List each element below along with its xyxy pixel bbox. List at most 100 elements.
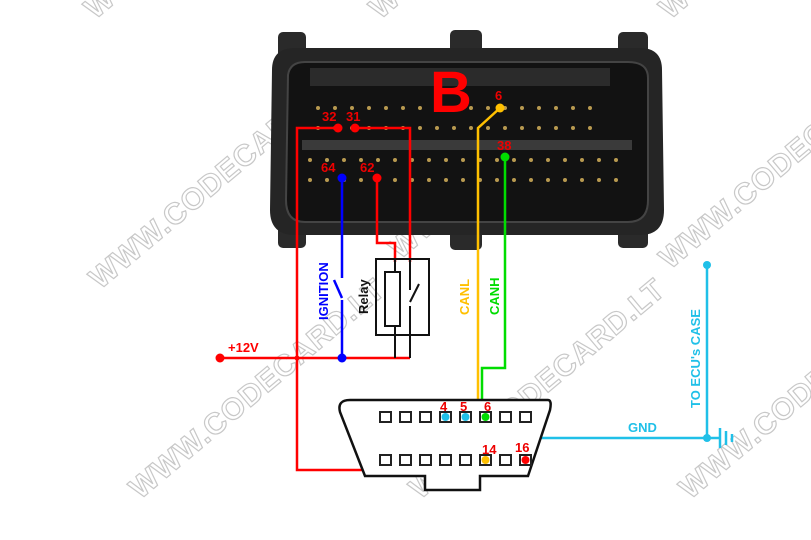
ecu-pin-label: 32 (322, 109, 336, 124)
obd-pin-label: 5 (460, 399, 467, 414)
ecu-pin (393, 178, 397, 182)
ecu-pin (367, 106, 371, 110)
ecu-pin-label: 64 (321, 160, 336, 175)
gnd-label: GND (628, 420, 657, 435)
ecu-pin (401, 106, 405, 110)
obd-pin (379, 454, 392, 466)
obd-pin-label: 16 (515, 440, 529, 455)
ecu-pin (452, 106, 456, 110)
ecu-pin-label: 38 (497, 138, 511, 153)
ecu-pin (308, 158, 312, 162)
ecu-pin (444, 178, 448, 182)
ecu-pin (529, 178, 533, 182)
obd-pin-label: 14 (482, 442, 497, 457)
ecu-pin (486, 126, 490, 130)
obd-pin (419, 411, 432, 423)
ecu-pin (597, 158, 601, 162)
obd-pin (499, 454, 512, 466)
ecu-pin (418, 106, 422, 110)
watermark: WWW.CODECARD.LT (363, 0, 631, 25)
obd-pin (399, 454, 412, 466)
ecu-pin (588, 126, 592, 130)
ecu-pin (580, 158, 584, 162)
ecu-pin (571, 106, 575, 110)
watermark: WWW.CODECARD.LT (653, 43, 811, 276)
ecu-pin (614, 178, 618, 182)
obd-connector (338, 398, 552, 492)
ecu-pin (469, 106, 473, 110)
ecu-pin (359, 178, 363, 182)
ecu-pin (469, 126, 473, 130)
ecu-pin (588, 106, 592, 110)
ecu-pin (427, 158, 431, 162)
ecu-pin (325, 158, 329, 162)
ecu-pin (537, 126, 541, 130)
ecu-pin (529, 158, 533, 162)
obd-pin (379, 411, 392, 423)
ecu-pin (580, 178, 584, 182)
relay-label: Relay (356, 279, 371, 314)
ecu-pin (418, 126, 422, 130)
ecu-pin-label: 6 (495, 88, 502, 103)
ecu-pin (512, 178, 516, 182)
ecu-pin (495, 158, 499, 162)
ecu-pin (614, 158, 618, 162)
canl-label: CANL (457, 279, 472, 315)
ecu-pin (571, 126, 575, 130)
canh-wire (480, 157, 507, 417)
ecu-pin (333, 106, 337, 110)
obd-pin (439, 454, 452, 466)
obd-pin-label: 6 (484, 399, 491, 414)
ecu-pin-label: 31 (346, 109, 360, 124)
ecu-pin (376, 158, 380, 162)
obd-pin-connection (441, 413, 450, 421)
obd-pin (519, 411, 532, 423)
watermark: WWW.CODECARD.LT (653, 0, 811, 25)
obd-pin (459, 454, 472, 466)
ecu-pin (325, 178, 329, 182)
ecu-pin (512, 158, 516, 162)
ecu-pin (546, 158, 550, 162)
ecu-pin (427, 178, 431, 182)
ecu-connector: B (270, 30, 664, 250)
ecu-pin (554, 106, 558, 110)
ecu-pin (316, 106, 320, 110)
ecu-case-label: TO ECU's CASE (688, 309, 703, 408)
ecu-pin (520, 106, 524, 110)
obd-pin (499, 411, 512, 423)
ecu-pin (486, 106, 490, 110)
ecu-pin (308, 178, 312, 182)
ecu-pin (563, 178, 567, 182)
obd-pin-connection (481, 456, 490, 464)
power-label: +12V (228, 340, 259, 355)
ecu-pin (461, 178, 465, 182)
obd-pin (419, 454, 432, 466)
obd-pin-connection (461, 413, 470, 421)
ecu-pin (452, 126, 456, 130)
ecu-pin (503, 126, 507, 130)
ignition-wire (332, 178, 344, 358)
ecu-pin (461, 158, 465, 162)
ecu-pin (520, 126, 524, 130)
relay (375, 258, 430, 358)
ecu-pin (435, 106, 439, 110)
ignition-label: IGNITION (316, 262, 331, 320)
ecu-pin (495, 178, 499, 182)
ecu-pin (444, 158, 448, 162)
ecu-pin (554, 126, 558, 130)
ecu-pin (350, 106, 354, 110)
ecu-pin (537, 106, 541, 110)
obd-pin-label: 4 (440, 399, 448, 414)
ecu-pin (342, 158, 346, 162)
canh-label: CANH (487, 277, 502, 315)
ecu-pin (597, 178, 601, 182)
obd-pin-connection (521, 456, 530, 464)
ecu-pin (359, 158, 363, 162)
ecu-pin (563, 158, 567, 162)
ecu-pin (435, 126, 439, 130)
ecu-pin-label: 62 (360, 160, 374, 175)
junction-dots (215, 103, 711, 442)
obd-pin-connection (481, 413, 490, 421)
